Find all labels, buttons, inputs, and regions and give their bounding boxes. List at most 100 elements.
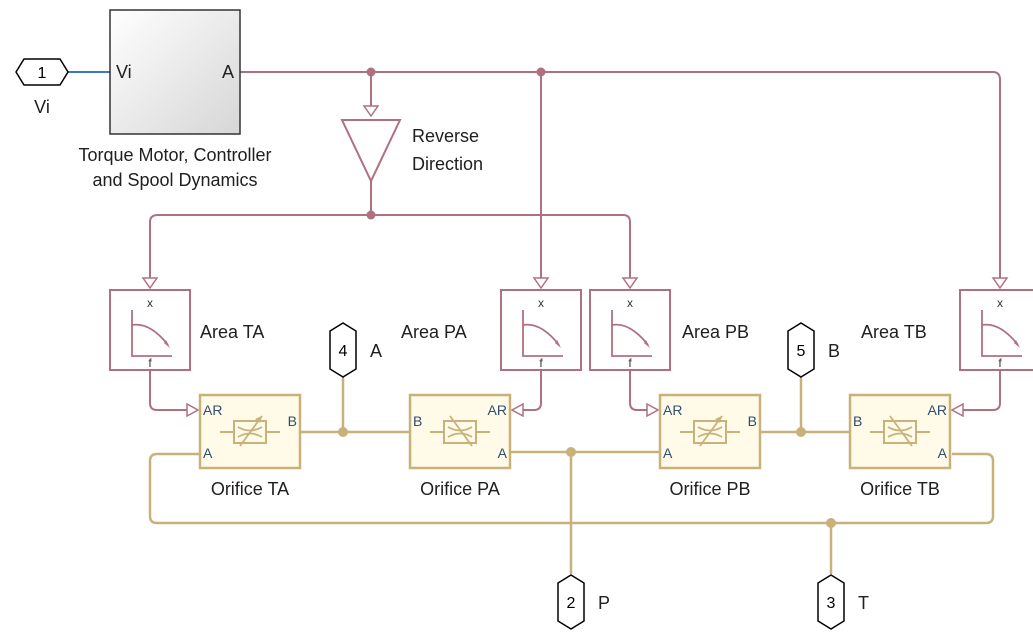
variable-orifice-icon xyxy=(430,415,490,447)
subsystem-in-port-label: Vi xyxy=(116,62,132,82)
lut-curve-icon xyxy=(981,310,1022,357)
orifice-port-b: B xyxy=(853,413,862,429)
hydraulic-lines xyxy=(148,372,995,574)
orifice-name: Orifice TB xyxy=(860,479,940,499)
lut-axis-in: x xyxy=(627,296,633,310)
connection-port-label: B xyxy=(828,341,840,361)
lut-name: Area PA xyxy=(401,322,467,342)
lookup-table-area-pa[interactable]: x f Area PA xyxy=(401,289,582,371)
connection-port-number: 3 xyxy=(827,595,836,612)
orifice-port-a: A xyxy=(498,445,508,461)
gain-triangle xyxy=(340,119,402,184)
orifice-port-b: B xyxy=(288,413,297,429)
gain-label-line1: Reverse xyxy=(412,126,479,146)
orifice-port-a: A xyxy=(663,445,673,461)
lut-curve-icon xyxy=(131,310,172,357)
orifice-orifice-pb[interactable]: AR B A Orifice PB xyxy=(658,393,762,499)
arrow-icon xyxy=(510,402,524,418)
orifice-port-b: B xyxy=(748,413,757,429)
lut-axis-in: x xyxy=(997,296,1003,310)
signal-line-main[interactable] xyxy=(240,71,1001,278)
variable-orifice-icon xyxy=(680,415,740,447)
reverse-direction-gain[interactable]: Reverse Direction xyxy=(340,119,483,184)
lut-name: Area TB xyxy=(861,322,927,342)
connection-port-shape xyxy=(329,322,357,378)
connection-port-shape xyxy=(557,574,585,630)
orifice-port-b: B xyxy=(413,413,422,429)
variable-orifice-icon xyxy=(870,415,930,447)
connection-port-shape xyxy=(787,322,815,378)
signal-line-pb-ar[interactable] xyxy=(629,370,650,411)
arrow-icon xyxy=(362,105,380,118)
hyd-junction xyxy=(338,427,348,437)
connection-port-shape xyxy=(817,574,845,630)
signal-line-reverse-branch[interactable] xyxy=(158,214,631,278)
subsystem-out-port-label: A xyxy=(222,62,234,82)
hyd-junction xyxy=(566,447,576,457)
torque-motor-subsystem[interactable]: Vi A Torque Motor, Controller and Spool … xyxy=(78,9,272,190)
inport-label: Vi xyxy=(34,97,50,117)
signal-line-ta-ar[interactable] xyxy=(149,370,190,411)
arrow-icon xyxy=(950,402,964,418)
gain-label-line2: Direction xyxy=(412,154,483,174)
lut-name: Area TA xyxy=(200,322,264,342)
orifice-port-ar: AR xyxy=(663,402,682,418)
connection-port-number: 5 xyxy=(797,343,806,360)
lut-axis-out: f xyxy=(539,356,543,370)
lut-axis-out: f xyxy=(148,356,152,370)
signal-junction xyxy=(536,67,546,77)
orifice-port-ar: AR xyxy=(203,402,222,418)
connection-port-label: P xyxy=(598,593,610,613)
orifice-orifice-tb[interactable]: AR B A Orifice TB xyxy=(848,393,952,499)
inport-shape xyxy=(15,58,69,86)
lut-axis-in: x xyxy=(147,296,153,310)
inport-vi[interactable]: 1 Vi xyxy=(15,58,69,117)
signal-junction xyxy=(366,210,376,220)
lut-axis-out: f xyxy=(628,356,632,370)
hyd-junction xyxy=(796,427,806,437)
lookup-tables: x f Area TA x f Area PA x f Area PB x f Area TB xyxy=(109,289,1033,371)
lut-curve-icon xyxy=(522,310,563,357)
arrow-icon xyxy=(646,402,660,418)
signal-line-tb-ar[interactable] xyxy=(960,370,1001,411)
orifices: AR B A Orifice TA AR B A Orifice PA AR B A Orifice … xyxy=(198,393,952,499)
lookup-table-area-tb[interactable]: x f Area TB xyxy=(861,289,1033,371)
subsystem-block xyxy=(109,9,241,135)
hyd-junction xyxy=(826,518,836,528)
orifice-port-ar: AR xyxy=(928,402,947,418)
arrow-icon xyxy=(621,277,639,290)
lookup-table-area-pb[interactable]: x f Area PB xyxy=(589,289,749,371)
orifice-name: Orifice PA xyxy=(420,479,500,499)
lookup-table-area-ta[interactable]: x f Area TA xyxy=(109,289,264,371)
connection-port-number: 4 xyxy=(339,343,348,360)
orifice-name: Orifice TA xyxy=(211,479,289,499)
signal-junction xyxy=(366,67,376,77)
arrow-icon xyxy=(991,277,1009,290)
connection-port-number: 2 xyxy=(567,595,576,612)
orifice-orifice-ta[interactable]: AR B A Orifice TA xyxy=(198,393,302,499)
subsystem-caption-line2: and Spool Dynamics xyxy=(92,170,257,190)
orifice-port-a: A xyxy=(938,445,948,461)
arrow-icon xyxy=(186,402,200,418)
lut-name: Area PB xyxy=(682,322,749,342)
variable-orifice-icon xyxy=(220,415,280,447)
orifice-port-a: A xyxy=(203,445,213,461)
hyd-line-t-loop[interactable] xyxy=(148,452,995,525)
arrow-icon xyxy=(532,277,550,290)
arrow-icon xyxy=(141,277,159,290)
lut-axis-out: f xyxy=(998,356,1002,370)
orifice-name: Orifice PB xyxy=(669,479,750,499)
inport-number: 1 xyxy=(38,65,47,82)
signal-line-to-area-ta[interactable] xyxy=(149,214,159,278)
signal-line-pa-ar[interactable] xyxy=(520,370,542,411)
lut-axis-in: x xyxy=(538,296,544,310)
signal-lines xyxy=(68,67,1009,418)
connection-port-label: T xyxy=(858,593,869,613)
